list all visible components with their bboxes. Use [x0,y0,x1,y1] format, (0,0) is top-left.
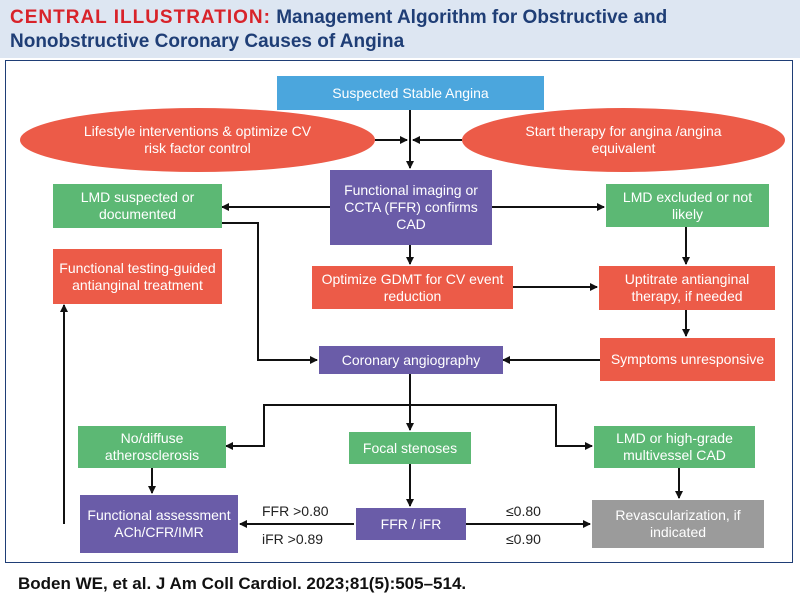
node-optimize-gdmt: Optimize GDMT for CV event reduction [312,266,513,309]
node-lmd-high-grade: LMD or high-grade multivessel CAD [594,426,755,468]
node-focal-stenoses: Focal stenoses [349,432,471,464]
node-no-diffuse: No/diffuse atherosclerosis [78,426,226,468]
citation: Boden WE, et al. J Am Coll Cardiol. 2023… [18,574,467,593]
node-functional-testing: Functional testing-guided antianginal tr… [53,249,222,304]
node-functional-assessment: Functional assessment ACh/CFR/IMR [80,495,238,553]
diagram-frame [5,60,793,563]
node-uptitrate: Uptitrate antianginal therapy, if needed [599,266,775,310]
edge-lmd-suspected-angio [222,222,318,364]
edge-split-left [225,404,410,450]
node-ffr-ifr: FFR / iFR [356,508,466,540]
node-suspected-angina: Suspected Stable Angina [277,76,544,110]
node-coronary-angiography: Coronary angiography [319,346,503,374]
node-lmd-suspected: LMD suspected or documented [53,184,222,228]
node-functional-imaging: Functional imaging or CCTA (FFR) confirm… [330,170,492,245]
node-lifestyle: Lifestyle interventions & optimize CV ri… [20,108,375,172]
title-lead: CENTRAL ILLUSTRATION: [10,7,271,28]
label-ffr-low: ≤0.80 [506,503,541,519]
label-ffr-high: FFR >0.80 [262,503,329,519]
title-text: Management Algorithm for Obstructive and… [10,7,668,52]
label-ifr-high: iFR >0.89 [262,531,324,547]
node-symptoms-unresponsive: Symptoms unresponsive [600,338,775,381]
edge-split-right [410,404,593,450]
page-title: CENTRAL ILLUSTRATION: Management Algorit… [10,6,790,54]
label-ifr-low: ≤0.90 [506,531,541,547]
node-lmd-excluded: LMD excluded or not likely [606,184,769,227]
node-start-therapy: Start therapy for angina /angina equival… [462,108,785,172]
node-revascularization: Revascularization, if indicated [592,500,764,548]
header-band: CENTRAL ILLUSTRATION: Management Algorit… [0,0,800,58]
